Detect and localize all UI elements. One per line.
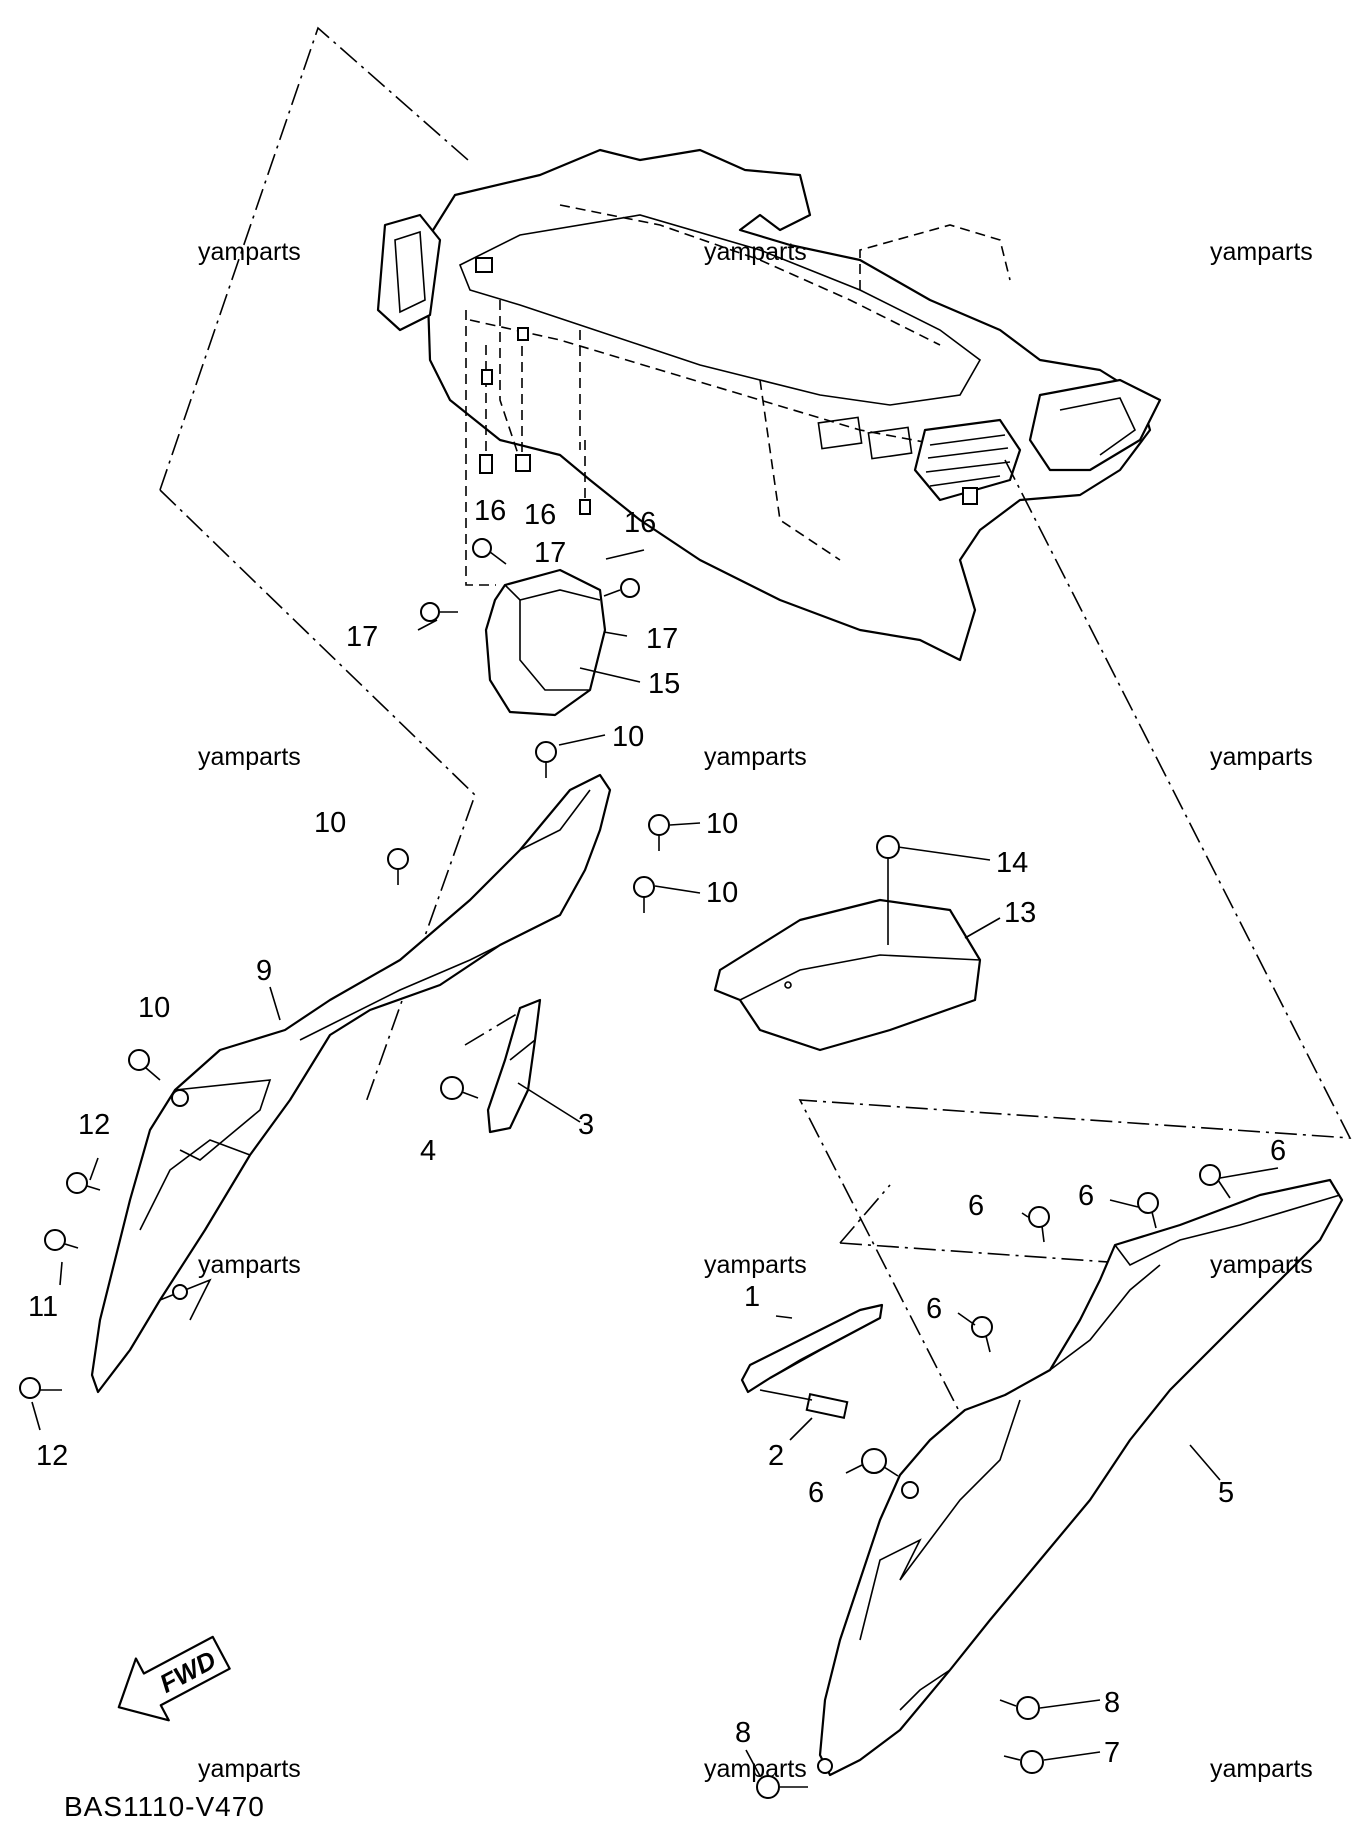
callout-17a: 17 <box>534 537 566 569</box>
watermark: yamparts <box>198 1251 301 1279</box>
callout-12b: 12 <box>36 1440 68 1472</box>
callout-12a: 12 <box>78 1109 110 1141</box>
callout-16a: 16 <box>474 495 506 527</box>
bolts-17 <box>420 538 640 622</box>
callout-4: 4 <box>420 1135 436 1167</box>
part-5-right-cover <box>817 1178 1344 1777</box>
callout-6a: 6 <box>1270 1135 1286 1167</box>
callout-15: 15 <box>648 668 680 700</box>
callout-7: 7 <box>1104 1737 1120 1769</box>
watermark: yamparts <box>198 238 301 266</box>
watermark: yamparts <box>1210 238 1313 266</box>
callout-16b: 16 <box>524 499 556 531</box>
part-15-bracket <box>484 568 607 717</box>
callout-5: 5 <box>1218 1477 1234 1509</box>
fwd-arrow: FWD <box>117 1635 231 1722</box>
leader-lines <box>31 549 1279 1777</box>
watermark: yamparts <box>198 1755 301 1783</box>
watermark: yamparts <box>704 743 807 771</box>
callout-numbers: 1 2 3 4 5 6 6 6 6 6 7 8 8 9 10 10 10 10 … <box>28 495 1286 1769</box>
watermarks: yamparts yamparts yamparts yamparts yamp… <box>198 238 1313 1783</box>
watermark: yamparts <box>704 1755 807 1783</box>
callout-6d: 6 <box>926 1293 942 1325</box>
callout-11: 11 <box>28 1291 58 1323</box>
watermark: yamparts <box>1210 1251 1313 1279</box>
callout-17b: 17 <box>346 621 378 653</box>
callout-10a: 10 <box>612 721 644 753</box>
watermark: yamparts <box>704 238 807 266</box>
callout-8b: 8 <box>735 1717 751 1749</box>
watermark: yamparts <box>198 743 301 771</box>
callout-9: 9 <box>256 955 272 987</box>
callout-13: 13 <box>1004 897 1036 929</box>
watermark: yamparts <box>1210 743 1313 771</box>
part-3-bracket <box>440 998 542 1134</box>
watermark: yamparts <box>1210 1755 1313 1783</box>
bolts-7-8 <box>756 1696 1044 1799</box>
callout-6c: 6 <box>968 1190 984 1222</box>
callout-3: 3 <box>578 1109 594 1141</box>
callout-2: 2 <box>768 1440 784 1472</box>
callout-17c: 17 <box>646 623 678 655</box>
part-1-strip <box>740 1303 884 1419</box>
bolts-11-12 <box>19 1172 101 1399</box>
callout-6e: 6 <box>808 1477 824 1509</box>
callout-10c: 10 <box>706 808 738 840</box>
watermark: yamparts <box>704 1251 807 1279</box>
callout-16c: 16 <box>624 507 656 539</box>
part-13-plate <box>713 835 982 1052</box>
callout-8a: 8 <box>1104 1687 1120 1719</box>
bolts-10 <box>128 741 670 1081</box>
callout-14: 14 <box>996 847 1028 879</box>
diagram-code: BAS1110-V470 <box>64 1791 265 1822</box>
callout-6b: 6 <box>1078 1180 1094 1212</box>
seat-frame-assembly <box>376 148 1162 662</box>
callout-1: 1 <box>744 1281 760 1313</box>
part-9-left-cover <box>90 773 612 1394</box>
callout-10d: 10 <box>706 877 738 909</box>
callout-10e: 10 <box>138 992 170 1024</box>
bolts-6 <box>861 1164 1231 1477</box>
callout-10b: 10 <box>314 807 346 839</box>
